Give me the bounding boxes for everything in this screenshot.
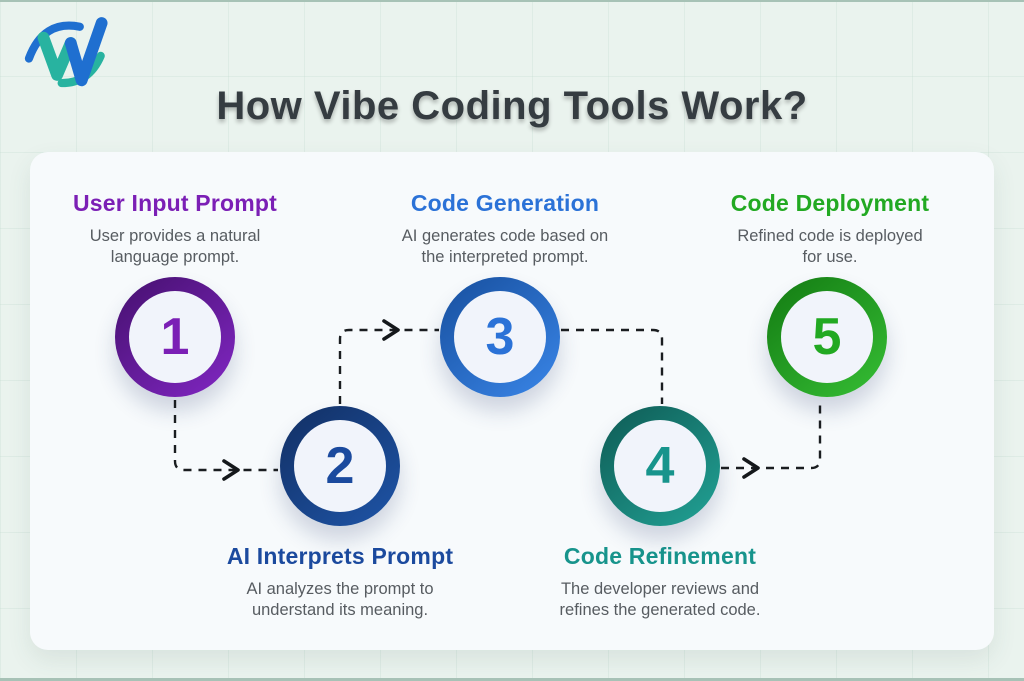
step-5-circle-inner: 5 (781, 291, 873, 383)
step-1-circle: 1 (115, 277, 235, 397)
bottom-edge-strip (0, 678, 1024, 681)
step-3-text: Code Generation AI generates code based … (365, 190, 645, 268)
step-4-circle: 4 (600, 406, 720, 526)
step-4-title: Code Refinement (563, 543, 757, 569)
step-1-number: 1 (160, 308, 190, 366)
step-3-circle-inner: 3 (454, 291, 546, 383)
brand-logo-w-icon (24, 17, 108, 88)
step-4-text: Code Refinement The developer reviews an… (505, 543, 815, 621)
step-4-number: 4 (645, 437, 675, 495)
step-5-circle: 5 (767, 277, 887, 397)
step-1-title: User Input Prompt (72, 190, 278, 216)
step-2-text: AI Interprets Prompt AI analyzes the pro… (185, 543, 495, 621)
step-4-description: The developer reviews and refines the ge… (559, 580, 761, 620)
step-5-title: Code Deployment (730, 190, 930, 216)
step-2-circle: 2 (280, 406, 400, 526)
step-4-circle-inner: 4 (614, 420, 706, 512)
step-1-circle-inner: 1 (129, 291, 221, 383)
step-2-title: AI Interprets Prompt (226, 543, 454, 569)
step-5-number: 5 (812, 308, 842, 366)
top-edge-strip (0, 0, 1024, 2)
step-1-description: User provides a natural language prompt. (89, 227, 261, 267)
step-2-description: AI analyzes the prompt to understand its… (246, 580, 434, 620)
step-5-description: Refined code is deployed for use. (737, 227, 923, 267)
page-title: How Vibe Coding Tools Work? (216, 84, 808, 128)
step-3-circle: 3 (440, 277, 560, 397)
step-3-description: AI generates code based on the interpret… (401, 227, 609, 267)
step-3-title: Code Generation (410, 190, 600, 216)
step-2-circle-inner: 2 (294, 420, 386, 512)
step-1-text: User Input Prompt User provides a natura… (35, 190, 315, 268)
step-2-number: 2 (325, 437, 355, 495)
step-5-text: Code Deployment Refined code is deployed… (690, 190, 970, 268)
step-3-number: 3 (485, 308, 515, 366)
